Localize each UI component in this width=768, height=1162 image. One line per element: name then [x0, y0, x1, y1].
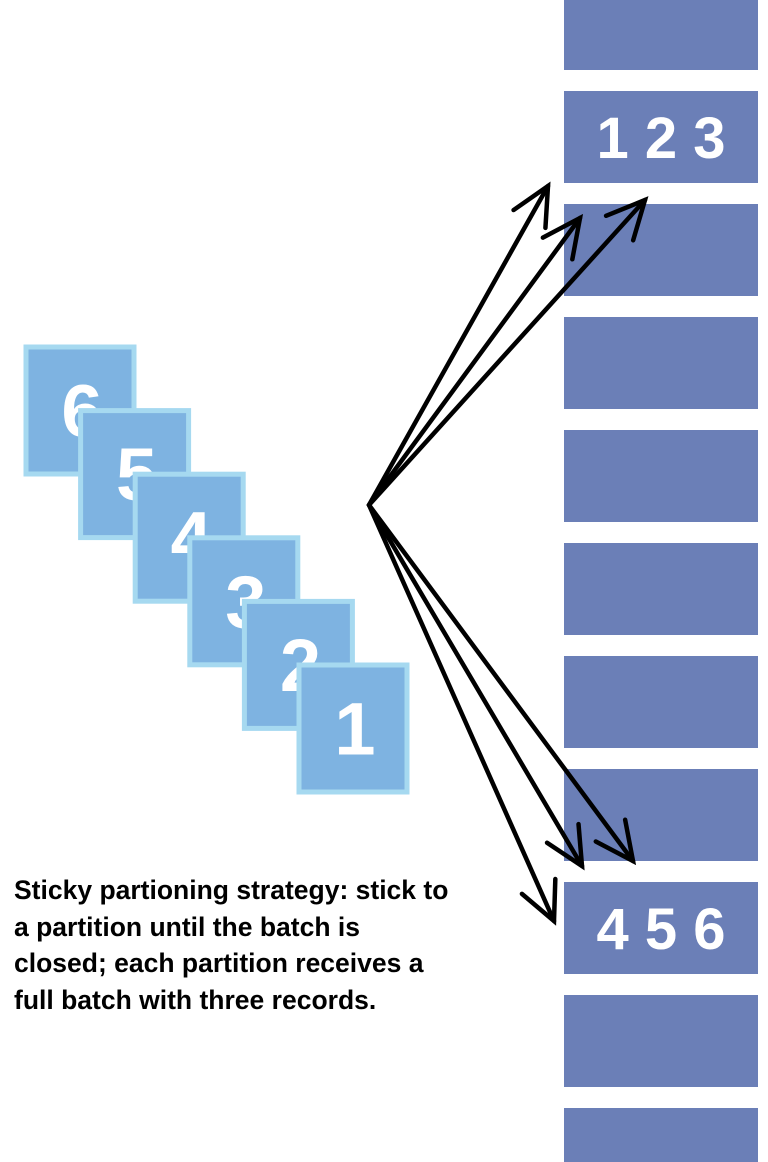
- partition-column: 1 2 3 4 5 6: [564, 0, 758, 1162]
- partition: [564, 543, 758, 635]
- partition-box: [564, 882, 758, 974]
- arrow: [366, 181, 551, 508]
- partition-box: [564, 995, 758, 1087]
- arrow: [366, 502, 558, 926]
- partition: [564, 995, 758, 1087]
- record-box: [296, 662, 410, 795]
- arrow: [366, 213, 584, 508]
- arrow-shaft: [366, 502, 585, 869]
- arrow-head: [540, 213, 584, 262]
- partition: 4 5 6: [564, 882, 758, 974]
- record-card: 1: [296, 662, 410, 795]
- arrow-shaft: [366, 183, 551, 508]
- record-stack: 654321: [23, 344, 410, 795]
- record-label: 1: [334, 688, 375, 771]
- partition-box: [564, 543, 758, 635]
- partition: [564, 769, 758, 861]
- partition-box: [564, 769, 758, 861]
- partition-box: [564, 0, 758, 70]
- arrow-group: [366, 181, 649, 926]
- arrow-head: [511, 181, 551, 231]
- partition-box: [564, 1108, 758, 1162]
- arrow-head: [519, 876, 558, 926]
- arrow-shaft: [366, 502, 557, 924]
- arrow: [366, 502, 585, 871]
- caption-text: Sticky partioning strategy: stick to a p…: [14, 875, 449, 1015]
- partition: [564, 656, 758, 748]
- partition: [564, 317, 758, 409]
- partition-label: 4 5 6: [597, 897, 726, 962]
- partition: [564, 430, 758, 522]
- partition-box: [564, 317, 758, 409]
- partition-box: [564, 204, 758, 296]
- partition-box: [564, 430, 758, 522]
- partition: [564, 0, 758, 70]
- arrow: [366, 196, 649, 508]
- partition-label: 1 2 3: [597, 106, 726, 171]
- partition: [564, 1108, 758, 1162]
- arrow-shaft: [366, 197, 648, 508]
- partition-box: [564, 656, 758, 748]
- arrow: [366, 502, 637, 866]
- partition: [564, 204, 758, 296]
- arrow-shaft: [366, 215, 583, 508]
- arrow-head: [544, 821, 585, 871]
- arrow-head: [593, 817, 637, 866]
- arrow-head: [603, 196, 649, 243]
- arrow-shaft: [366, 502, 636, 864]
- partition-box: [564, 91, 758, 183]
- partition: 1 2 3: [564, 91, 758, 183]
